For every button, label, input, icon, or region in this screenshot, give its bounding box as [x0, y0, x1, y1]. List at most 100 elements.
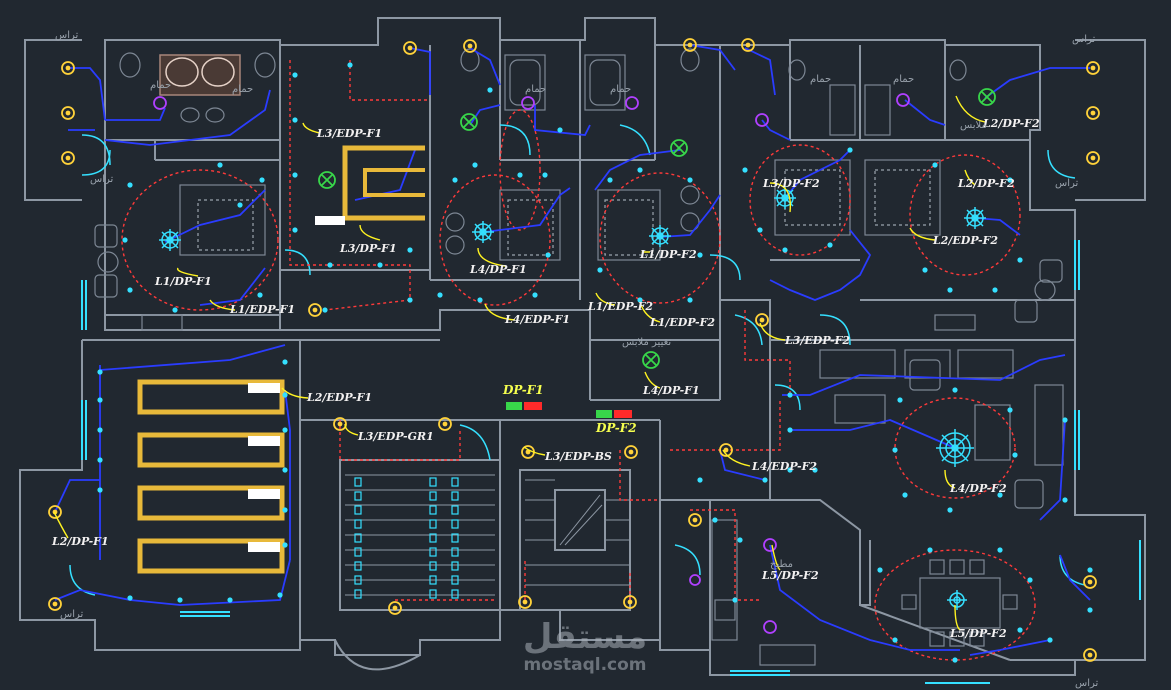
downlight [97, 427, 103, 433]
downlight [97, 457, 103, 463]
downlight [992, 287, 998, 293]
downlight [902, 492, 908, 498]
circuits-blue [54, 44, 1091, 656]
downlight [712, 517, 718, 523]
downlight [377, 262, 383, 268]
watermark-arabic: مستقل [523, 617, 647, 657]
circuit-labels: L1/DP-F1 L1/EDP-F1 L3/EDP-F1 L3/DP-F1 L4… [51, 117, 1040, 640]
step-light [429, 505, 437, 515]
room-clothes: ملابس [960, 120, 987, 131]
wall-light [403, 41, 417, 55]
downlight [1017, 257, 1023, 263]
downlight [217, 162, 223, 168]
step-light [354, 505, 362, 515]
downlight [97, 487, 103, 493]
green-lights [318, 88, 996, 369]
downlight [1017, 627, 1023, 633]
windows [81, 240, 1141, 684]
downlight [1007, 407, 1013, 413]
downlight [257, 292, 263, 298]
label-l5-dp-f2-b: L5/DP-F2 [949, 627, 1007, 640]
downlight [282, 392, 288, 398]
step-light [451, 575, 459, 585]
label-l1-edp-f2-a: L1/EDP-F2 [587, 300, 653, 313]
wall-light [719, 443, 733, 457]
label-l3-edp-gr1: L3/EDP-GR1 [357, 430, 434, 443]
downlight [259, 177, 265, 183]
downlight [757, 227, 763, 233]
label-arrows [53, 95, 986, 631]
downlight [1062, 417, 1068, 423]
wall-light [48, 505, 62, 519]
step-light [354, 547, 362, 557]
wall-light [388, 601, 402, 615]
label-l3-dp-f1: L3/DP-F1 [339, 242, 397, 255]
downlight [847, 147, 853, 153]
downlight [97, 397, 103, 403]
room-bathroom-6: حمام [893, 74, 914, 85]
watermark: مستقل mostaql.com [523, 617, 647, 675]
room-terrace-tr: تراس [1072, 34, 1096, 45]
label-l2-dp-f2-b: L2/DP-F2 [957, 177, 1015, 190]
step-light [429, 491, 437, 501]
downlight [687, 177, 693, 183]
label-l2-dp-f1: L2/DP-F1 [51, 535, 109, 548]
downlight [347, 62, 353, 68]
wall-light [623, 595, 637, 609]
wall-light [1086, 151, 1100, 165]
step-light [451, 547, 459, 557]
step-light [451, 561, 459, 571]
doors [69, 124, 1086, 596]
label-l3-edp-bs: L3/EDP-BS [544, 450, 612, 463]
wall-light [48, 597, 62, 611]
wall-light [308, 303, 322, 317]
wall-light [624, 445, 638, 459]
room-terrace-r: تراس [1055, 178, 1079, 189]
downlight [637, 167, 643, 173]
step-light [354, 477, 362, 487]
downlight [407, 247, 413, 253]
step-light [354, 589, 362, 599]
step-light [354, 533, 362, 543]
downlight [545, 252, 551, 258]
downlight [947, 287, 953, 293]
stair-treads [345, 474, 630, 596]
room-terrace-bl: تراس [60, 609, 84, 620]
label-l3-edp-f1: L3/EDP-F1 [316, 127, 382, 140]
room-bathroom-3: حمام [525, 84, 546, 95]
panel-label-dp-f2: DP-F2 [595, 421, 637, 435]
downlight [487, 87, 493, 93]
downlight [282, 542, 288, 548]
downlight [282, 467, 288, 473]
downlight [292, 72, 298, 78]
downlight [947, 507, 953, 513]
room-bathroom-1: حمام [150, 80, 171, 91]
label-l1-edp-f1: L1/EDP-F1 [229, 303, 295, 316]
downlight [532, 292, 538, 298]
step-light [451, 519, 459, 529]
downlight [997, 547, 1003, 553]
downlight [927, 547, 933, 553]
wall-light [438, 417, 452, 431]
room-kitchen: مطبخ [770, 559, 793, 570]
downlight [687, 297, 693, 303]
downlight [1027, 577, 1033, 583]
downlight [782, 247, 788, 253]
wall-light [1083, 648, 1097, 662]
label-l5-dp-f2-a: L5/DP-F2 [761, 569, 819, 582]
label-l3-edp-f2: L3/EDP-F2 [784, 334, 850, 347]
downlight [477, 297, 483, 303]
wall-light [755, 313, 769, 327]
watermark-latin: mostaql.com [523, 655, 646, 675]
downlight [1087, 607, 1093, 613]
downlight [932, 162, 938, 168]
panel-label-dp-f1: DP-F1 [502, 383, 544, 397]
downlight [472, 162, 478, 168]
label-l4-dp-f1: L4/DP-F1 [469, 263, 527, 276]
downlight [742, 167, 748, 173]
downlights [97, 62, 1093, 663]
bathtub-decor [159, 54, 241, 96]
downlight [787, 427, 793, 433]
wall-light [333, 417, 347, 431]
label-l1-dp-f2: L1/DP-F2 [639, 248, 697, 261]
